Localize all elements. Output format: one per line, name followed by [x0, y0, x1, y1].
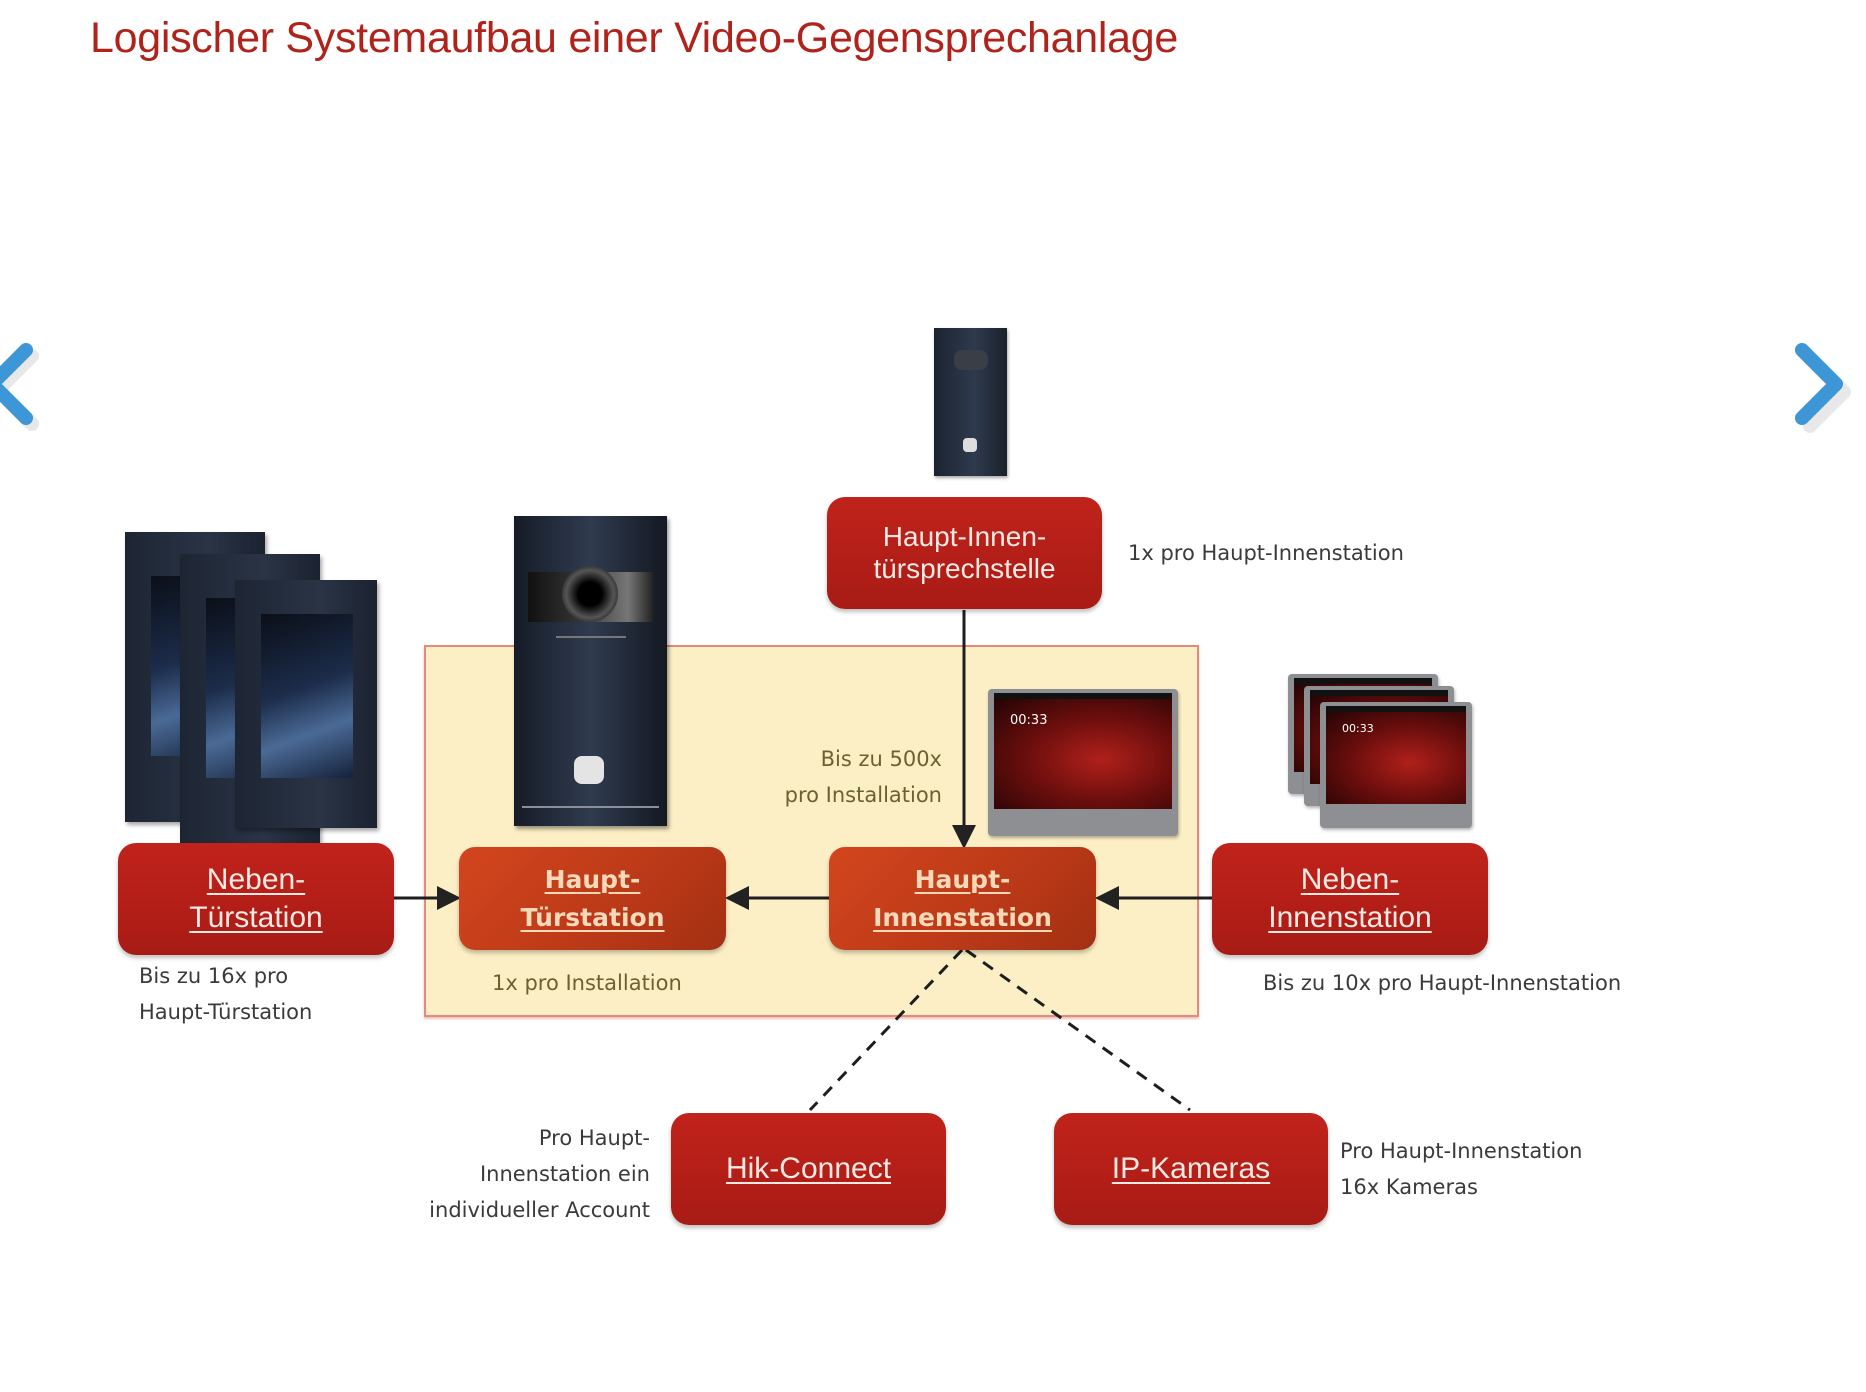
connector-haupt-innenstation-to-hik-connect: [808, 948, 964, 1112]
node-ip-kameras[interactable]: IP-Kameras: [1054, 1113, 1328, 1225]
secondary-door-stations-image: [120, 528, 390, 844]
note-ip-kameras: Pro Haupt-Innenstation 16x Kameras: [1340, 1133, 1582, 1205]
note-line: Bis zu 16x pro: [139, 964, 289, 988]
node-haupt-innenstation[interactable]: Haupt- Innenstation: [829, 847, 1096, 950]
secondary-indoor-monitors-image: 00:33: [1288, 674, 1478, 834]
node-label-line1: Neben-: [206, 863, 306, 896]
note-line: Haupt-Türstation: [139, 1000, 313, 1024]
next-slide-button[interactable]: [1786, 328, 1856, 438]
node-hik-connect[interactable]: Hik-Connect: [671, 1113, 946, 1225]
previous-slide-button[interactable]: [0, 328, 42, 438]
connector-haupt-innenstation-to-ip-kameras: [965, 948, 1191, 1112]
node-label-line1: Haupt-: [914, 864, 1011, 894]
node-label: Hik-Connect: [725, 1152, 892, 1185]
node-label-line2: Türstation: [189, 901, 323, 934]
note-neben-tuerstation: Bis zu 16x pro Haupt-Türstation: [139, 958, 312, 1030]
node-label-line2: türsprechstelle: [873, 553, 1056, 584]
node-neben-innenstation[interactable]: Neben- Innenstation: [1212, 843, 1488, 955]
node-neben-tuerstation[interactable]: Neben- Türstation: [118, 843, 394, 955]
note-line: Bis zu 500x: [820, 747, 942, 771]
note-line: Innenstation ein: [479, 1162, 650, 1186]
chevron-left-icon: [0, 343, 39, 431]
node-label-line2: Innenstation: [873, 902, 1052, 932]
node-label-line1: Haupt-Innen-: [882, 521, 1047, 552]
note-haupt-tuerstation: 1x pro Installation: [492, 971, 682, 995]
door-station-image: [514, 516, 667, 826]
note-line: individueller Account: [429, 1198, 650, 1222]
node-label: IP-Kameras: [1111, 1152, 1271, 1185]
note-line: Pro Haupt-: [538, 1126, 650, 1150]
node-label-line2: Innenstation: [1268, 901, 1432, 934]
note-line: 16x Kameras: [1340, 1175, 1478, 1199]
note-haupt-innentuersprechstelle: 1x pro Haupt-Innenstation: [1128, 541, 1404, 565]
note-line: Pro Haupt-Innenstation: [1340, 1139, 1583, 1163]
node-haupt-tuerstation[interactable]: Haupt- Türstation: [459, 847, 726, 950]
node-label-line1: Haupt-: [544, 864, 641, 894]
indoor-monitor-image: 00:33: [988, 689, 1178, 836]
door-intercom-small-image: [934, 328, 1007, 476]
node-label-line2: Türstation: [520, 902, 665, 932]
node-haupt-innentuersprechstelle[interactable]: Haupt-Innen- türsprechstelle: [827, 497, 1102, 609]
note-hik-connect: Pro Haupt- Innenstation ein individuelle…: [380, 1120, 650, 1228]
note-haupt-innenstation: Bis zu 500x pro Installation: [740, 741, 942, 813]
page-title: Logischer Systemaufbau einer Video-Gegen…: [90, 14, 1178, 62]
note-line: pro Installation: [784, 783, 942, 807]
node-label-line1: Neben-: [1300, 863, 1400, 896]
monitor-clock: 00:33: [1342, 722, 1374, 735]
monitor-clock: 00:33: [1010, 713, 1048, 728]
chevron-right-icon: [1795, 343, 1851, 433]
note-neben-innenstation: Bis zu 10x pro Haupt-Innenstation: [1263, 971, 1622, 995]
